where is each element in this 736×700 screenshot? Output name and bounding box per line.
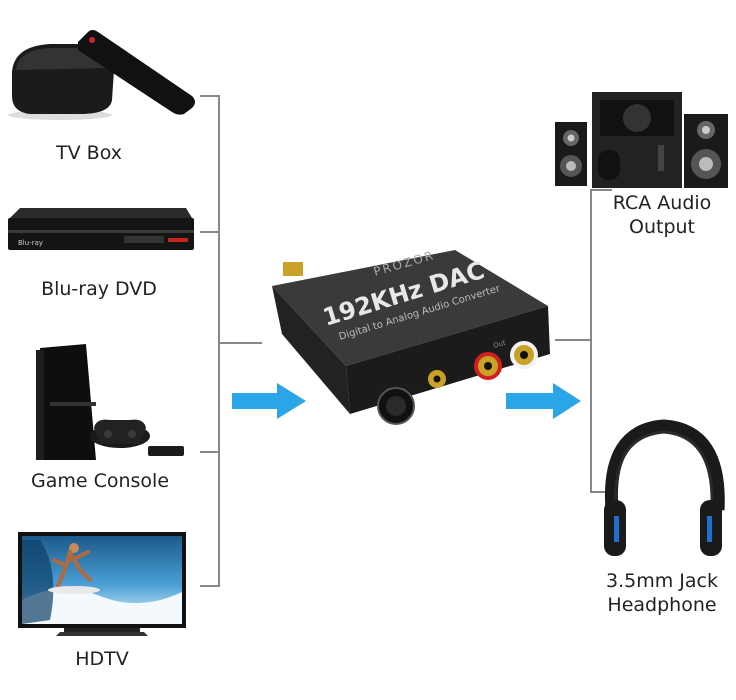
output-label-headphone-line1: 3.5mm Jack	[606, 570, 718, 592]
output-label-headphone: 3.5mm Jack Headphone	[594, 569, 730, 617]
dac-device-icon: PROZOR 192KHz DAC Digital to Analog Audi…	[272, 248, 550, 425]
hdtv-icon	[18, 532, 186, 636]
output-label-rca-line1: RCA Audio	[612, 192, 712, 214]
tv-box-icon	[8, 30, 195, 120]
output-label-headphone-line2: Headphone	[607, 594, 717, 616]
source-label-hdtv: HDTV	[75, 648, 129, 670]
output-label-rca: RCA Audio Output	[594, 191, 730, 239]
bluray-player-icon: Blu-ray	[8, 208, 194, 250]
source-label-bluray: Blu-ray DVD	[41, 278, 157, 300]
game-console-icon	[36, 344, 184, 460]
port-label: Out	[492, 339, 507, 350]
left-connectors	[200, 95, 262, 587]
input-arrow-icon	[232, 383, 306, 419]
output-arrow-icon	[506, 383, 581, 419]
speakers-icon	[555, 92, 728, 188]
right-connectors	[555, 189, 612, 493]
source-label-tv-box: TV Box	[56, 142, 122, 164]
svg-text:Blu-ray: Blu-ray	[18, 239, 43, 247]
headphones-icon	[604, 419, 725, 556]
source-label-console: Game Console	[30, 470, 170, 492]
output-label-rca-line2: Output	[629, 216, 695, 238]
